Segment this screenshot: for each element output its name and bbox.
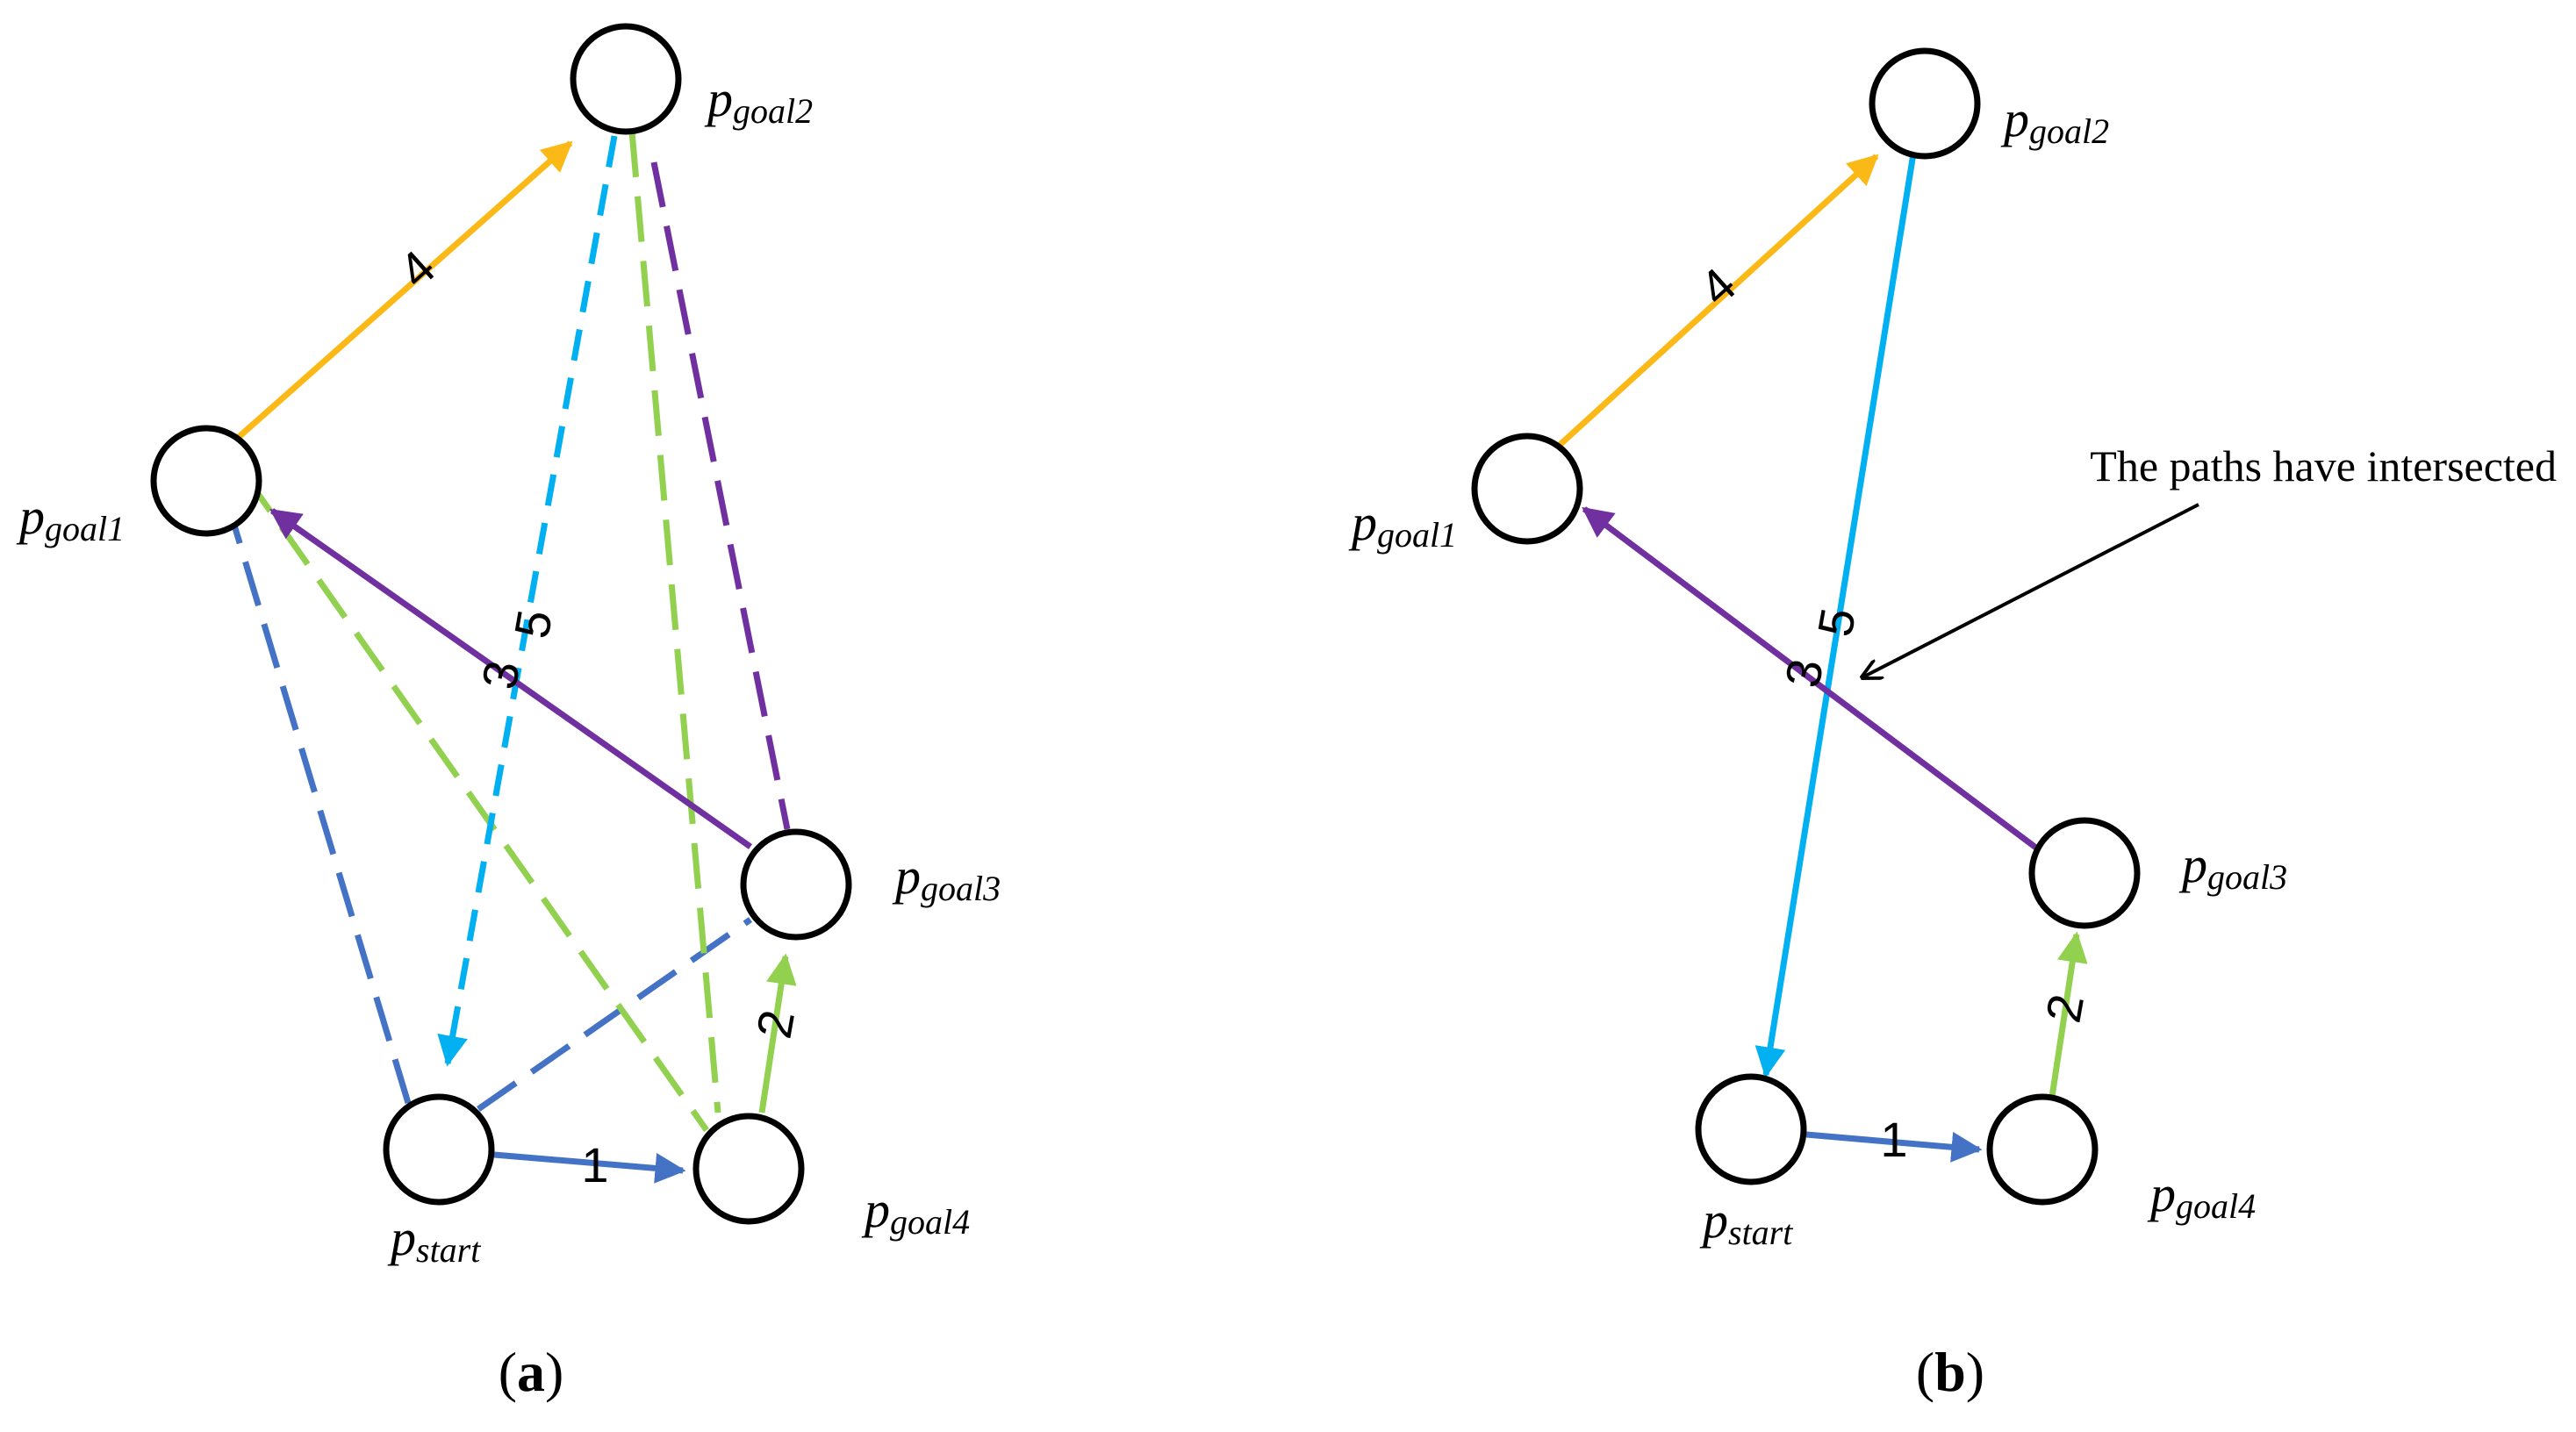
edge-label-4: 4 (388, 240, 445, 299)
panel-a-caption: (a) (499, 1341, 564, 1403)
node-goal3 (2028, 817, 2141, 929)
node-label-goal4: pgoal4 (861, 1181, 970, 1242)
node-goal1 (1471, 433, 1583, 545)
dashed-edge-goal2-goal4 (628, 131, 721, 1113)
edge-goal3-goal1 (1582, 506, 2043, 854)
dashed-edge-start-goal1 (229, 518, 412, 1105)
edge-label-5: 5 (504, 605, 563, 642)
node-start (1695, 1073, 1807, 1185)
panel-a: 4 3 5 1 2 pgoal2 pgoal1 pgoal3 pstart pg… (16, 23, 1001, 1403)
node-goal2 (570, 23, 682, 135)
node-label-start: pstart (1699, 1192, 1793, 1252)
intersection-annotation: The paths have intersected (2090, 441, 2557, 490)
node-label-goal3: pgoal3 (2178, 836, 2287, 897)
edge-label-1: 1 (581, 1137, 608, 1192)
edge-goal3-goal1 (269, 508, 753, 849)
node-goal1 (150, 425, 262, 537)
edge-start-goal4 (493, 1151, 686, 1184)
edge-label-5: 5 (1807, 604, 1866, 641)
node-label-goal1: pgoal1 (16, 488, 125, 548)
dashed-edge-goal2-start (437, 135, 618, 1067)
edge-label-2: 2 (2035, 990, 2094, 1027)
node-label-goal2: pgoal2 (2000, 90, 2109, 151)
node-label-goal4: pgoal4 (2147, 1165, 2256, 1226)
edge-goal1-goal2 (236, 140, 573, 440)
node-label-goal1: pgoal1 (1348, 494, 1457, 555)
panel-b: The paths have intersected 4 3 5 1 2 pgo… (1348, 47, 2557, 1403)
node-goal3 (740, 828, 852, 941)
node-label-goal2: pgoal2 (704, 70, 813, 131)
node-goal4 (692, 1113, 805, 1225)
node-start (383, 1093, 495, 1206)
dashed-edge-goal1-goal4 (241, 471, 709, 1133)
edge-label-3: 3 (1775, 655, 1833, 691)
edge-goal4-goal3 (758, 953, 797, 1113)
edge-goal1-goal2 (1556, 154, 1879, 448)
edge-start-goal4 (1805, 1131, 1983, 1163)
dashed-edge-goal2-goal3 (650, 161, 791, 830)
node-goal2 (1869, 47, 1981, 160)
edge-goal2-start (1754, 153, 1917, 1078)
edge-goal4-goal3 (2049, 931, 2088, 1098)
node-label-goal3: pgoal3 (892, 848, 1001, 908)
node-goal4 (1986, 1093, 2099, 1206)
node-label-start: pstart (387, 1209, 481, 1270)
panel-b-caption: (b) (1916, 1341, 1984, 1403)
edge-label-1: 1 (1880, 1112, 1907, 1167)
edge-label-2: 2 (746, 1006, 805, 1042)
intersection-pointer-arrow (1862, 503, 2199, 677)
edge-label-3: 3 (471, 656, 530, 693)
